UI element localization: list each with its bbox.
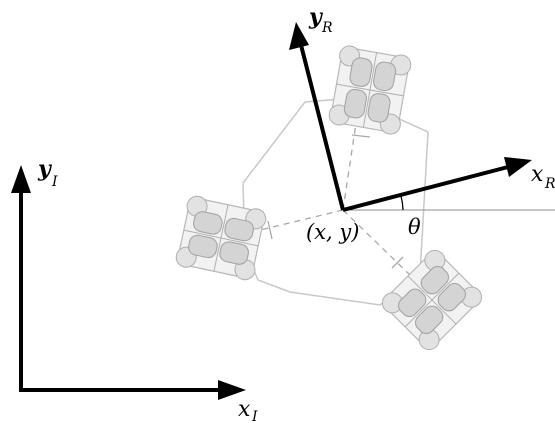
robot-y-arrowhead: [289, 22, 309, 50]
omni-wheel-icon: [173, 193, 269, 283]
robot-y-axis: [299, 44, 345, 211]
wheel-offset-lines: [251, 109, 411, 276]
robot-x-axis: [342, 165, 509, 212]
robot-x-label: x: [531, 162, 544, 187]
robot-body: [242, 97, 429, 306]
inertial-x-subscript: I: [251, 409, 258, 423]
inertial-x-label: x: [238, 397, 251, 422]
robot-y-label: y: [308, 4, 324, 30]
inertial-x-arrowhead: [218, 380, 246, 400]
robot-x-arrowhead: [504, 157, 532, 177]
position-label: (x, y): [306, 220, 359, 244]
inertial-y-subscript: I: [51, 174, 58, 190]
robot-y-subscript: R: [321, 20, 333, 36]
inertial-y-arrowhead: [11, 165, 31, 193]
omni-wheel-icon: [377, 245, 487, 355]
omni-wheel-icon: [327, 43, 413, 137]
inertial-y-label: y: [37, 156, 53, 182]
angle-arc: [400, 195, 404, 211]
angle-label: θ: [408, 215, 421, 239]
robot-x-subscript: R: [544, 176, 555, 192]
